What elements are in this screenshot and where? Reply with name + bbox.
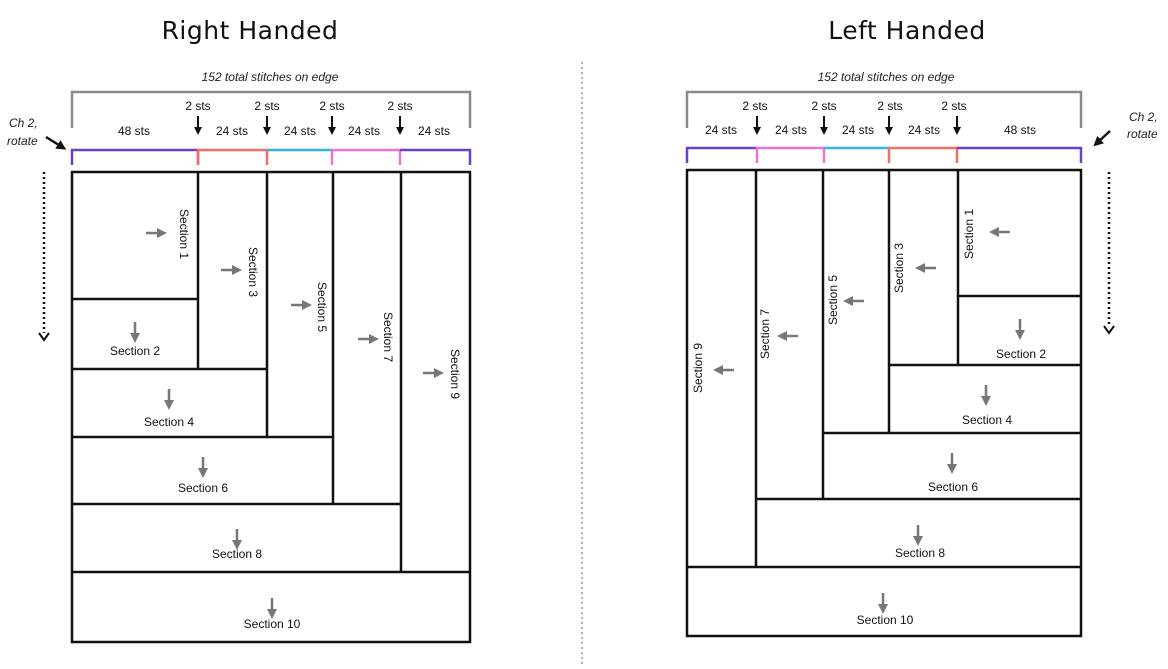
left-dotted-arrowhead: [1103, 325, 1115, 335]
right-section-6-label: Section 6: [178, 481, 228, 495]
left-section-9-label: Section 9: [691, 343, 705, 393]
right-dotted-arrowhead: [38, 332, 50, 342]
right-2sts-4: 2 sts: [387, 99, 412, 113]
right-section-1-label: Section 1: [177, 209, 191, 259]
left-section-1-label: Section 1: [962, 209, 976, 259]
left-seg-bracket-2: [755, 146, 826, 163]
left-section-10-label: Section 10: [857, 613, 914, 627]
left-seg-bracket-4: [887, 146, 959, 163]
left-seg-bracket-5: [957, 146, 1083, 163]
left-outer-frame: [685, 168, 1083, 638]
right-seg-bracket-2: [196, 148, 269, 165]
right-direction-arrows: [130, 228, 444, 619]
left-seg-label-3: 24 sts: [842, 123, 874, 137]
right-handed-panel: Right Handed 152 total stitches on edge …: [7, 16, 472, 644]
left-section-4-label: Section 4: [962, 413, 1012, 427]
left-section-8-label: Section 8: [895, 546, 945, 560]
right-2sts-1: 2 sts: [185, 99, 210, 113]
left-section-5-label: Section 5: [826, 275, 840, 325]
left-direction-arrows: [713, 227, 1025, 614]
right-section-7-label: Section 7: [381, 312, 395, 362]
left-top-bracket: [685, 90, 1083, 128]
left-total-label: 152 total stitches on edge: [818, 70, 955, 84]
left-ch2-line2: rotate: [1127, 127, 1158, 141]
left-seg-label-4: 24 sts: [908, 123, 940, 137]
right-section-5-label: Section 5: [315, 282, 329, 332]
right-seg-bracket-1: [70, 148, 200, 165]
left-seg-label-1: 24 sts: [705, 123, 737, 137]
right-ch2-line1: Ch 2,: [9, 116, 38, 130]
right-seg-label-4: 24 sts: [348, 124, 380, 138]
left-section-grid: [685, 168, 1083, 638]
right-seg-bracket-5: [400, 148, 472, 165]
right-seg-label-5: 24 sts: [418, 124, 450, 138]
right-2sts-3: 2 sts: [319, 99, 344, 113]
left-2sts-3: 2 sts: [877, 99, 902, 113]
left-ch2-arrow: [1093, 130, 1111, 147]
right-section-2-label: Section 2: [110, 344, 160, 358]
right-section-grid: [70, 170, 472, 644]
right-section-3-label: Section 3: [246, 247, 260, 297]
right-seg-label-3: 24 sts: [284, 124, 316, 138]
right-section-9-label: Section 9: [448, 349, 462, 399]
left-2sts-1: 2 sts: [742, 99, 767, 113]
right-section-10-label: Section 10: [244, 617, 301, 631]
left-seg-label-2: 24 sts: [775, 123, 807, 137]
right-title: Right Handed: [162, 16, 339, 45]
left-seg-bracket-1: [685, 146, 757, 163]
right-total-label: 152 total stitches on edge: [202, 70, 339, 84]
left-section-7-label: Section 7: [758, 309, 772, 359]
right-outer-frame: [70, 170, 472, 644]
right-2sts-2: 2 sts: [254, 99, 279, 113]
left-handed-panel: Left Handed 152 total stitches on edge C…: [685, 16, 1158, 638]
right-seg-label-1: 48 sts: [118, 124, 150, 138]
left-section-6-label: Section 6: [928, 480, 978, 494]
left-section-3-label: Section 3: [892, 243, 906, 293]
left-section-2-label: Section 2: [996, 347, 1046, 361]
left-seg-label-5: 48 sts: [1004, 123, 1036, 137]
right-ch2-arrow: [45, 135, 67, 150]
left-ch2-line1: Ch 2,: [1129, 110, 1158, 124]
right-seg-label-2: 24 sts: [216, 124, 248, 138]
right-ch2-line2: rotate: [7, 134, 38, 148]
right-seg-bracket-4: [330, 148, 402, 165]
right-top-bracket: [70, 90, 472, 128]
left-2sts-4: 2 sts: [941, 99, 966, 113]
right-section-4-label: Section 4: [144, 415, 194, 429]
left-title: Left Handed: [828, 16, 986, 45]
left-2sts-2: 2 sts: [811, 99, 836, 113]
right-section-8-label: Section 8: [212, 547, 262, 561]
